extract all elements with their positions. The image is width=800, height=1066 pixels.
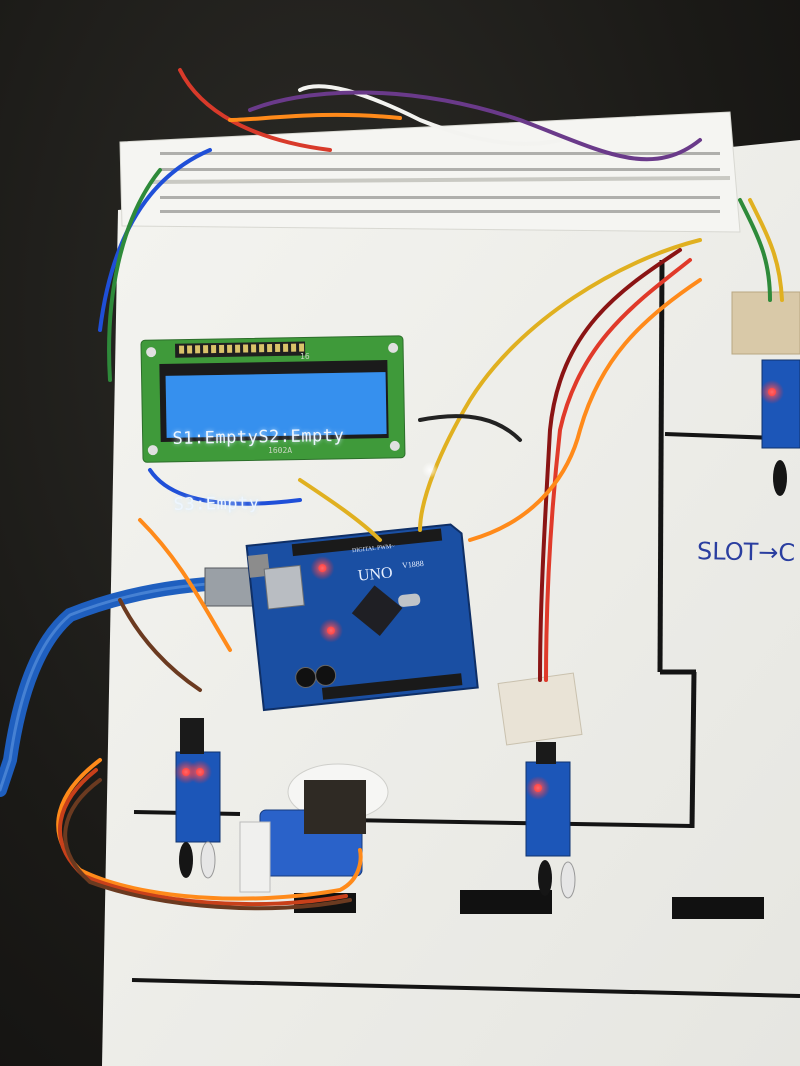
breadboard (119, 111, 741, 233)
ir-sensor-left (174, 718, 221, 879)
wires (56, 68, 784, 911)
parking-lines (131, 259, 800, 998)
ir-sensor-right (731, 291, 800, 496)
ir-sensor-middle (497, 672, 583, 899)
lcd-module (140, 335, 406, 463)
parking-markers (294, 890, 764, 919)
lcd-display-text: S1:EmptyS2:Empty S3:Empty (172, 380, 393, 515)
servo-motor (239, 763, 389, 893)
lcd-model-label: 1602A (268, 446, 293, 455)
arduino-uno-label: UNO (357, 564, 394, 585)
arduino-board (245, 523, 479, 712)
lcd-pin-label: 16 (300, 352, 310, 361)
lcd-line-2: S3:Empty (173, 493, 260, 515)
handwritten-slot-note: SLOT→C (696, 537, 796, 567)
